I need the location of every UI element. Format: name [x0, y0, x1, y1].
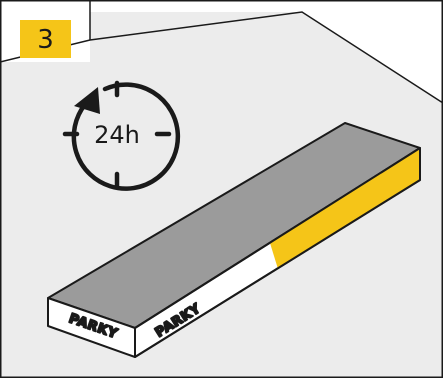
clock-label: 24h [94, 121, 140, 149]
step-badge: 3 [20, 20, 71, 58]
step-badge-background [20, 20, 71, 58]
box-long-side-outline [134, 147, 421, 358]
box-accent-stripe [270, 148, 420, 269]
clock-arc [71, 82, 181, 191]
clock-arrowhead [74, 87, 100, 114]
back-wall [90, 0, 443, 103]
clock-24h-icon: 24h [62, 80, 181, 191]
step-number: 3 [37, 25, 54, 55]
